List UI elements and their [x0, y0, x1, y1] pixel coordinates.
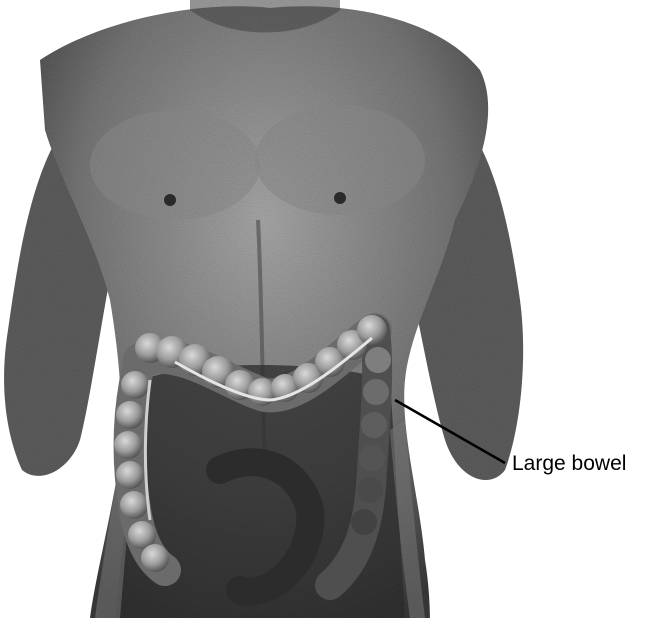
- left-pectoral: [90, 110, 260, 220]
- left-nipple: [164, 194, 176, 206]
- body-silhouette: [4, 0, 523, 618]
- large-bowel-label: Large bowel: [512, 453, 626, 474]
- right-nipple: [334, 192, 346, 204]
